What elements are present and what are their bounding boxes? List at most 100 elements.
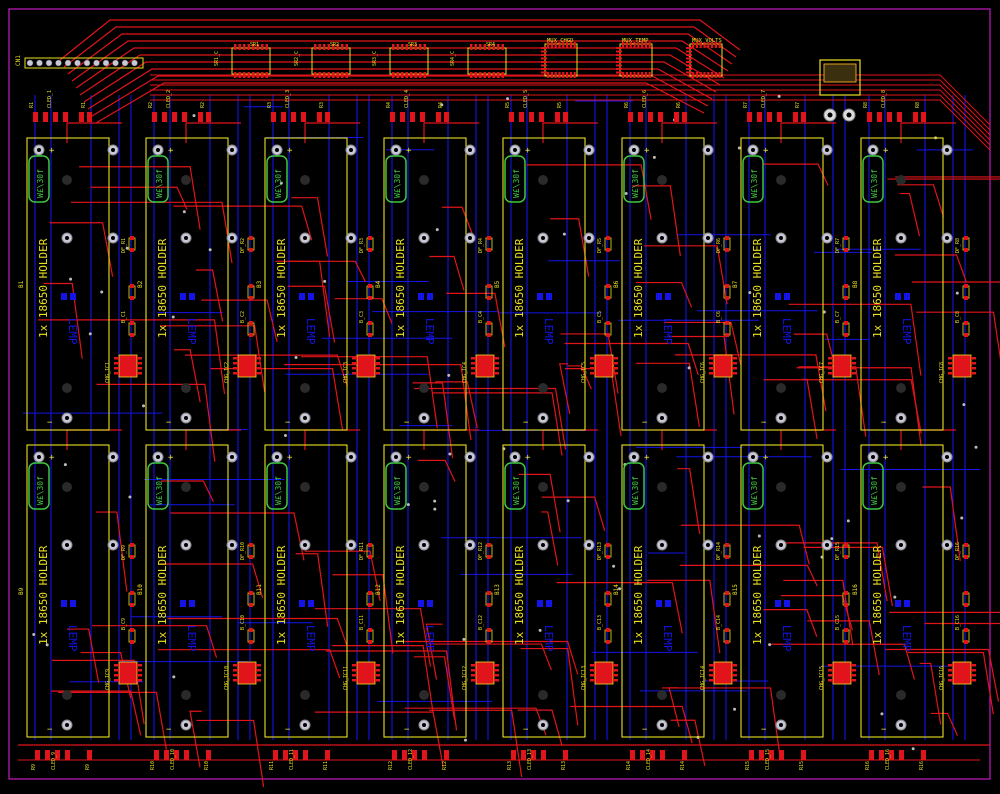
- pad-hole: [468, 455, 472, 459]
- ic-pad: [114, 679, 119, 682]
- sensor-pad: [180, 293, 186, 300]
- ic-pad: [318, 44, 321, 50]
- ic-pad: [686, 64, 692, 67]
- via: [45, 643, 49, 647]
- ic-pad: [494, 669, 499, 672]
- ic-pad: [709, 674, 714, 677]
- top-trace: [87, 68, 713, 110]
- ic-pad: [616, 47, 622, 49]
- pad-hole: [111, 455, 115, 459]
- pad-hole: [751, 148, 755, 152]
- ic-pad: [686, 71, 692, 74]
- ic-pad: [686, 50, 692, 53]
- smd-pad: [487, 248, 491, 252]
- top-trace: [446, 292, 506, 348]
- smd-pad: [801, 750, 806, 760]
- plus-symbol: +: [883, 453, 889, 463]
- top-trace: [79, 54, 721, 96]
- charger-ic-label: CHG_IC13: [581, 666, 587, 690]
- smd-pad: [368, 591, 372, 595]
- connector-pin: [26, 59, 34, 67]
- ic-pad: [616, 64, 622, 67]
- ic-pad: [332, 72, 335, 78]
- via: [435, 228, 439, 232]
- smd-pad: [444, 750, 449, 760]
- charger-ic-label: CHG_IC11: [343, 666, 349, 690]
- top-trace: [289, 260, 331, 337]
- top-trace: [150, 99, 991, 151]
- top-trace: [150, 74, 991, 126]
- ic-pad: [471, 372, 476, 375]
- ic-pad: [114, 674, 119, 677]
- ic-pad: [718, 72, 721, 78]
- plus-symbol: +: [525, 146, 531, 156]
- shift-register: [467, 47, 507, 75]
- ic-pad: [494, 367, 499, 370]
- charger-ic: [356, 661, 376, 685]
- ic-pad: [613, 679, 618, 682]
- ic-pad: [851, 664, 856, 667]
- mount-hole: [419, 690, 429, 700]
- pad-hole: [422, 723, 426, 727]
- sensor-pad: [308, 600, 314, 607]
- smd-pad: [964, 321, 968, 325]
- temp-sensor-label: LEMP: [185, 625, 198, 652]
- ic-pad: [396, 72, 399, 78]
- ic-pad: [732, 362, 737, 365]
- ic-pad: [613, 664, 618, 667]
- ic-pad: [541, 71, 547, 74]
- fuse-outline: [266, 462, 288, 510]
- mount-hole: [776, 383, 786, 393]
- sensor-pad: [537, 293, 543, 300]
- battery-label: B15: [732, 584, 739, 595]
- smd-pad: [606, 296, 610, 300]
- ic-pad: [613, 357, 618, 360]
- top-trace: [907, 651, 994, 715]
- top-trace: [441, 206, 473, 234]
- mount-hole: [776, 690, 786, 700]
- smd-pad: [725, 321, 729, 325]
- bc-label: B_C12: [478, 615, 484, 630]
- ic-pad: [114, 367, 119, 370]
- top-trace: [412, 382, 454, 459]
- battery-holder-outline: [264, 444, 348, 738]
- smd-pad: [130, 321, 134, 325]
- top-trace: [196, 719, 265, 787]
- ic-pad: [948, 367, 953, 370]
- ic-pad: [971, 679, 976, 682]
- smd-pad: [249, 640, 253, 644]
- ic-pad: [375, 372, 380, 375]
- battery-label: B6: [613, 280, 620, 288]
- ic-pad: [558, 72, 561, 78]
- bc-label: B_C4: [478, 311, 484, 323]
- smd-pad: [487, 628, 491, 632]
- smd-pad: [529, 112, 534, 122]
- battery-label: B13: [494, 584, 501, 595]
- ic-pad: [566, 72, 569, 78]
- resistor-label: R14: [626, 761, 632, 770]
- battery-label: B7: [732, 280, 739, 288]
- ic-pad: [569, 42, 572, 48]
- top-trace: [404, 640, 579, 675]
- ic-pad: [616, 61, 622, 63]
- top-trace: [58, 691, 167, 750]
- battery-label: B2: [137, 280, 144, 288]
- ic-pad: [233, 669, 238, 672]
- fuse-label: W£\30f: [36, 169, 45, 198]
- top-trace: [919, 662, 942, 725]
- smd-pad: [172, 112, 177, 122]
- mount-hole: [896, 482, 906, 492]
- pad-hole: [779, 236, 783, 240]
- charger-ic: [713, 661, 733, 685]
- minus-symbol: −: [761, 418, 767, 428]
- top-trace: [332, 644, 434, 713]
- minus-symbol: −: [285, 418, 291, 428]
- ic-pad: [948, 679, 953, 682]
